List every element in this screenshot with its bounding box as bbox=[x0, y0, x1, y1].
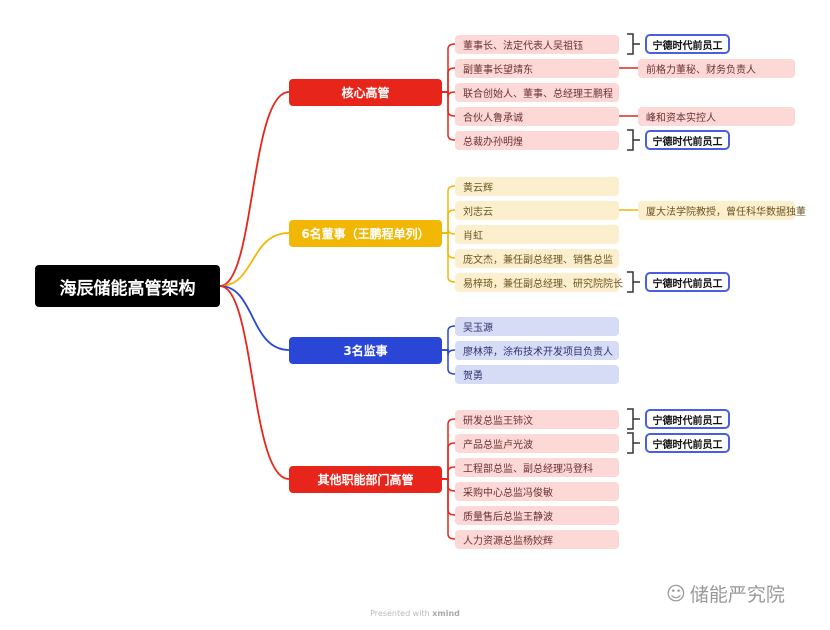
leaf-node[interactable]: 研发总监王铈汶 bbox=[455, 409, 619, 429]
connector bbox=[442, 185, 456, 234]
footer-prefix: Presented with bbox=[370, 609, 430, 618]
connector bbox=[627, 432, 640, 454]
connector bbox=[442, 442, 456, 480]
branch-node[interactable]: 其他职能部门高管 bbox=[289, 466, 442, 493]
connector bbox=[442, 228, 456, 235]
leaf-node[interactable]: 合伙人鲁承诚 bbox=[455, 106, 619, 126]
leaf-node[interactable]: 产品总监卢光波 bbox=[455, 433, 619, 453]
detail-node[interactable]: 前格力董秘、财务负责人 bbox=[638, 58, 795, 78]
leaf-node[interactable]: 刘志云 bbox=[455, 200, 619, 220]
leaf-node[interactable]: 吴玉源 bbox=[455, 316, 619, 336]
leaf-node[interactable]: 黄云辉 bbox=[455, 176, 619, 196]
connector bbox=[442, 91, 456, 141]
leaf-node[interactable]: 总裁办孙明煌 bbox=[455, 130, 619, 150]
leaf-node[interactable]: 庞文杰，兼任副总经理、销售总监 bbox=[455, 248, 619, 268]
former-catl-employee-tag[interactable]: 宁德时代前员工 bbox=[645, 409, 730, 429]
connector bbox=[442, 325, 456, 351]
connector bbox=[442, 232, 456, 283]
detail-node[interactable]: 厦大法学院教授，曾任科华数据独董 bbox=[638, 200, 806, 220]
leaf-node[interactable]: 人力资源总监杨姣辉 bbox=[455, 529, 619, 549]
leaf-node[interactable]: 采购中心总监冯俊敏 bbox=[455, 481, 619, 501]
leaf-node[interactable]: 肖虹 bbox=[455, 224, 619, 244]
connector bbox=[627, 129, 640, 151]
connector bbox=[627, 271, 640, 293]
connector bbox=[442, 466, 456, 480]
leaf-node[interactable]: 联合创始人、董事、总经理王鹏程 bbox=[455, 82, 619, 102]
former-catl-employee-tag[interactable]: 宁德时代前员工 bbox=[645, 34, 730, 54]
root-node[interactable]: 海辰储能高管架构 bbox=[35, 265, 220, 307]
connector bbox=[219, 285, 290, 480]
former-catl-employee-tag[interactable]: 宁德时代前员工 bbox=[645, 272, 730, 292]
connector bbox=[442, 209, 456, 234]
former-catl-employee-tag[interactable]: 宁德时代前员工 bbox=[645, 433, 730, 453]
leaf-node[interactable]: 易梓琦，兼任副总经理、研究院院长 bbox=[455, 272, 623, 292]
connector bbox=[442, 43, 456, 93]
connector bbox=[627, 408, 640, 430]
wechat-icon: ☺ bbox=[666, 582, 686, 605]
connector bbox=[219, 91, 290, 287]
connector bbox=[442, 478, 456, 540]
connector bbox=[442, 67, 456, 93]
detail-node[interactable]: 峰和资本实控人 bbox=[638, 106, 795, 126]
leaf-node[interactable]: 廖林萍，涂布技术开发项目负责人 bbox=[455, 340, 619, 360]
leaf-node[interactable]: 质量售后总监王静波 bbox=[455, 505, 619, 525]
leaf-node[interactable]: 副董事长望靖东 bbox=[455, 58, 619, 78]
branch-node[interactable]: 6名董事（王鹏程单列） bbox=[289, 220, 442, 247]
connector bbox=[219, 285, 290, 351]
footer: Presented with xmind bbox=[0, 609, 830, 618]
branch-node[interactable]: 3名监事 bbox=[289, 337, 442, 364]
leaf-node[interactable]: 董事长、法定代表人吴祖钰 bbox=[455, 34, 619, 54]
footer-brand: xmind bbox=[432, 609, 460, 618]
connector bbox=[627, 33, 640, 55]
branch-node[interactable]: 核心高管 bbox=[289, 79, 442, 106]
watermark: ☺储能严究院 bbox=[666, 580, 785, 607]
connector bbox=[219, 232, 290, 287]
connector bbox=[442, 349, 456, 375]
former-catl-employee-tag[interactable]: 宁德时代前员工 bbox=[645, 130, 730, 150]
watermark-text: 储能严究院 bbox=[689, 584, 785, 606]
leaf-node[interactable]: 贺勇 bbox=[455, 364, 619, 384]
leaf-node[interactable]: 工程部总监、副总经理冯登科 bbox=[455, 457, 619, 477]
connector bbox=[442, 418, 456, 480]
